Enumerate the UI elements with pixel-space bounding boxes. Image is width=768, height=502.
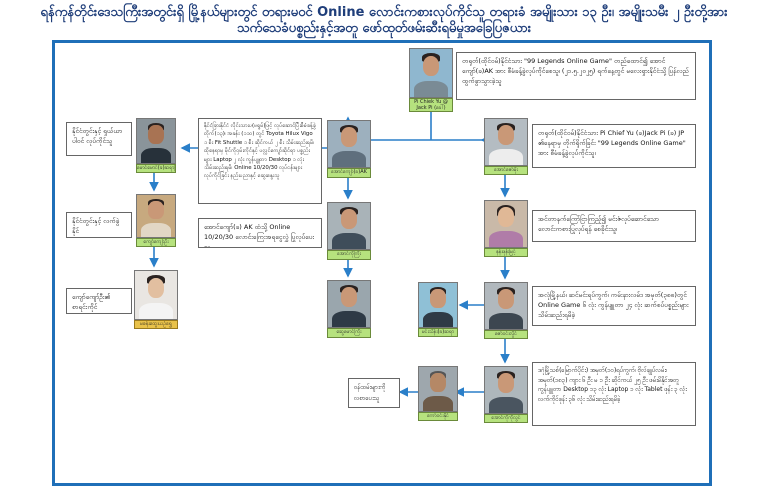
right1-caption: အောင်ဇော်မိုး (484, 166, 528, 175)
far-top-photo (136, 118, 176, 164)
left-person-caption: အောင်ကျော်(ခ)AK (327, 168, 371, 178)
right3-side-caption: မင်းသိန်း(ခ)ဆရာ (418, 328, 458, 337)
right2-photo (484, 200, 528, 248)
left-mid-caption: အောင်ကိုကြီး (327, 250, 371, 260)
right4-side-caption: ကော်ဝင်းနိုင် (418, 412, 458, 421)
far-mid-text: နိုင်ငံတွင်းနှင့် လက်ခွဲနိုင် (66, 212, 132, 238)
top-person-caption: Pi Chiek Yu @ Jack Pi (ခေါ်) (409, 98, 453, 112)
far-mid-caption: ကျော်ကျော်ဦး (136, 238, 176, 247)
chart-title-line2: သက်သေခံပစ္စည်းနှင့်အတူ ဖော်ထုတ်ဖမ်းဆီးရမ… (236, 21, 532, 36)
top-person-photo (409, 48, 453, 98)
right2-text: အင်တာနက်ကြော်ငြာကြည့်၍ မင်းဇံလုပ်ဆောင်သေ… (532, 210, 696, 242)
far-top-text: နိုင်ငံတွင်းနှင့် ရှယ်ယာပါဝင် လုပ်ကိုင်သ… (66, 122, 132, 156)
right4-side-text: ဝန်ထမ်းများကို လစာပေးသူ (348, 378, 400, 408)
far-top-caption: မောင်မောင်(ခ)ဆရာကြီး (136, 164, 176, 173)
right1-photo (484, 118, 528, 166)
right2-caption: နန်းဖုန်းမြင့် (484, 248, 528, 257)
right4-text: ဒဂုံမြို့သစ်(မြောက်ပိုင်း) အမှတ်(၁၀)ရပ်က… (532, 362, 696, 426)
right3-caption: ဇော်ဝင်းလှိုင် (484, 330, 528, 339)
far-bottom-photo (134, 270, 178, 320)
top-person-text: တရုတ်(ထိုင်ဝမ်)နိုင်ငံသား "99 Legends On… (456, 52, 696, 100)
right4-side-photo (418, 366, 458, 412)
far-bottom-text: ကျော်ကျော်ဦး၏ စာရင်းကိုင် (66, 288, 132, 314)
right3-side-photo (418, 282, 458, 328)
left-bottom-caption: ဆွေမောင်ကြီး (327, 328, 371, 338)
left-mid-text: အောင်ကျော်(ခ) AK ထံသို့ Online 10/20/30 … (198, 218, 322, 248)
right3-text: အလုံမြို့နယ်၊ ဆင်မင်းရပ်ကွက်၊ ကမ်းနားလမ်… (532, 286, 696, 326)
right3-photo (484, 282, 528, 330)
right4-photo (484, 366, 528, 414)
far-bottom-caption: မစန်းထွေးယဉ်ရွှေ (134, 320, 178, 329)
diagram-frame (52, 40, 712, 486)
left-person-photo (327, 120, 371, 168)
right4-caption: အောင်ကိုကိုလွင် (484, 414, 528, 423)
left-bottom-photo (327, 280, 371, 328)
left-person-text: နိုင်ငံခြားနိုင်ငံ လိုင်းသားပ(ဗရွမ်)ဖြင့… (198, 118, 322, 204)
far-mid-photo (136, 194, 176, 238)
right1-text: တရုတ်(ထိုင်ဝမ်)နိုင်ငံသား Pi Chief Yu (ခ… (532, 124, 696, 168)
chart-title-line1: ရန်ကုန်တိုင်းဒေသကြီးအတွင်းရှိ မြို့နယ်မျ… (40, 5, 728, 20)
left-mid-photo (327, 202, 371, 250)
